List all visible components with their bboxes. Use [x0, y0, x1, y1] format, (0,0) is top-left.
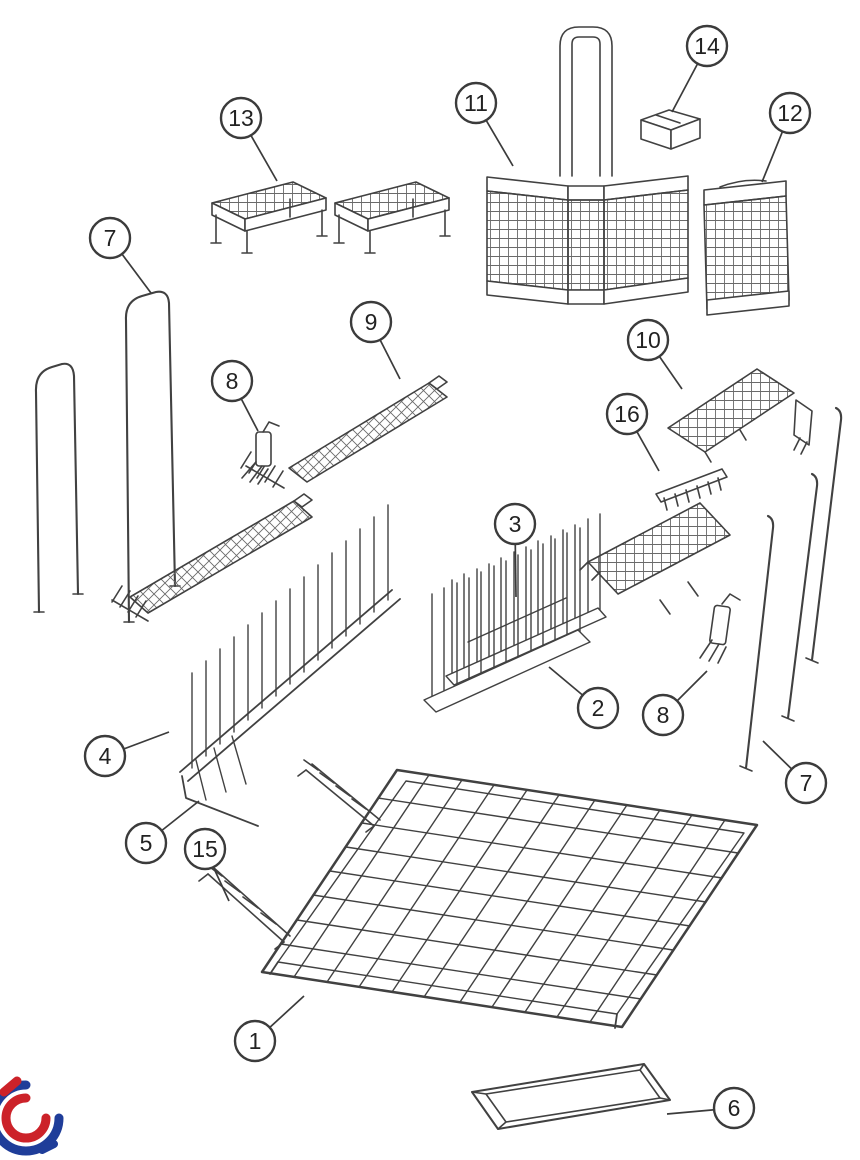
callout-3[interactable]: 3 [493, 502, 537, 598]
part-9-folding-tine-row-upper [240, 375, 448, 489]
part-9-folding-tine-row-lower [111, 493, 313, 622]
callout-11-label: 11 [464, 90, 488, 116]
callout-7-right-label: 7 [800, 770, 813, 796]
part-11-cutlery-basket [486, 26, 689, 305]
part-15-clip-strips [198, 759, 381, 950]
part-8-clip-left [241, 421, 280, 485]
part-7-left-wire-handles [33, 290, 181, 624]
part-1-lower-rack [260, 768, 759, 1029]
part-12-narrow-basket [703, 179, 790, 316]
callout-4-label: 4 [99, 743, 112, 769]
callout-14-label: 14 [694, 33, 720, 59]
callout-6-label: 6 [728, 1095, 741, 1121]
callout-7-left[interactable]: 7 [88, 216, 152, 294]
callout-1-label: 1 [249, 1028, 262, 1054]
part-2-3-tine-insert [423, 513, 607, 713]
callout-9[interactable]: 9 [349, 300, 401, 380]
callout-12-label: 12 [777, 100, 803, 126]
callout-9-label: 9 [365, 309, 378, 335]
part-16-hinge-comb [655, 468, 728, 511]
callout-12[interactable]: 12 [761, 91, 812, 183]
callout-14[interactable]: 14 [671, 24, 729, 113]
part-10-fold-down-shelf-lower [579, 502, 731, 615]
callout-4[interactable]: 4 [83, 731, 170, 778]
part-7-right-wire-rods [739, 406, 843, 772]
callout-16[interactable]: 16 [605, 392, 660, 472]
part-8-clip-right [699, 593, 741, 664]
callout-5-label: 5 [140, 830, 153, 856]
callout-15-label: 15 [192, 836, 218, 862]
callout-8-right-label: 8 [657, 702, 670, 728]
callout-8-left[interactable]: 8 [210, 359, 259, 432]
part-10-fold-down-shelf-upper [667, 368, 813, 463]
part-13-flat-tray-pair [210, 181, 451, 254]
callout-11[interactable]: 11 [454, 81, 514, 167]
brand-logo [0, 1076, 64, 1156]
part-6-shallow-tray [471, 1063, 671, 1130]
callout-13[interactable]: 13 [219, 96, 278, 182]
callout-8-left-label: 8 [226, 368, 239, 394]
callout-10[interactable]: 10 [626, 318, 683, 390]
callout-3-label: 3 [509, 511, 522, 537]
callout-10-label: 10 [635, 327, 661, 353]
callout-2-label: 2 [592, 695, 605, 721]
callout-1[interactable]: 1 [233, 995, 305, 1063]
callout-7-right[interactable]: 7 [762, 740, 828, 805]
callout-13-label: 13 [228, 105, 254, 131]
callout-2[interactable]: 2 [548, 666, 620, 730]
callout-7-left-label: 7 [104, 225, 117, 251]
callout-5[interactable]: 5 [124, 800, 200, 865]
part-14-small-basket-insert [640, 109, 701, 150]
callout-15[interactable]: 15 [183, 827, 230, 902]
part-4-long-tine-rack [179, 504, 401, 827]
callout-6[interactable]: 6 [666, 1086, 756, 1130]
callout-8-right[interactable]: 8 [641, 670, 708, 737]
callout-16-label: 16 [614, 401, 640, 427]
